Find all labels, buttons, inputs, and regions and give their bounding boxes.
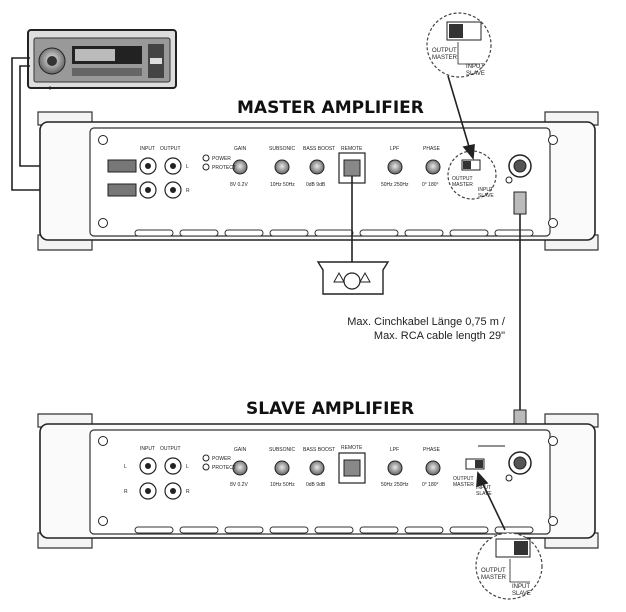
master-gain-range: 8V 0.2V	[230, 182, 248, 188]
slave-switch-slave-label: SLAVE	[476, 491, 492, 497]
slave-switch-master-label: MASTER	[453, 482, 474, 488]
slave-output-label: OUTPUT	[160, 446, 181, 452]
master-power-label: POWER	[212, 156, 231, 162]
slave-bass-boost-label: BASS BOOST	[303, 447, 335, 453]
slave-power-label: POWER	[212, 456, 231, 462]
slave-amplifier	[37, 413, 599, 549]
slave-title: SLAVE AMPLIFIER	[246, 399, 414, 419]
master-input-label: INPUT	[140, 146, 155, 152]
slave-subsonic-label: SUBSONIC	[269, 447, 296, 453]
slave-protect-label: PROTECT	[212, 465, 236, 471]
master-subsonic-label: SUBSONIC	[269, 146, 296, 152]
slave-phase-label: PHASE	[423, 447, 441, 453]
slave-left-label: L	[124, 464, 127, 470]
master-switch-callout: OUTPUT MASTER INPUT SLAVE	[426, 12, 492, 78]
callout-bottom-input-label: INPUT	[512, 584, 530, 590]
slave-right-label-b: R	[186, 489, 190, 495]
callout-top-slave-label: SLAVE	[466, 71, 485, 77]
master-switch-input-label: INPUT	[478, 187, 493, 193]
master-phase-range: 0° 180°	[422, 182, 439, 188]
head-unit	[27, 29, 177, 90]
slave-gain-label: GAIN	[234, 447, 247, 453]
callout-top-output-label: OUTPUT	[432, 48, 457, 54]
slave-lpf-label: LPF	[390, 447, 399, 453]
master-amplifier	[37, 111, 599, 251]
master-subsonic-range: 10Hz 50Hz	[270, 182, 295, 188]
master-remote-label: REMOTE	[341, 146, 363, 152]
callout-bottom-output-label: OUTPUT	[481, 568, 506, 574]
cable-note-en: Max. RCA cable length 29"	[374, 330, 505, 342]
slave-switch-callout: OUTPUT MASTER INPUT SLAVE	[475, 532, 543, 600]
remote-bass-control	[316, 176, 390, 295]
master-title: MASTER AMPLIFIER	[237, 98, 424, 118]
slave-switch-output-label: OUTPUT	[453, 476, 474, 482]
cable-note-de: Max. Cinchkabel Länge 0,75 m /	[347, 316, 506, 328]
callout-top-input-label: INPUT	[466, 64, 484, 70]
slave-bass-boost-range: 0dB 9dB	[306, 482, 326, 488]
slave-input-label: INPUT	[140, 446, 155, 452]
master-switch-arrow	[447, 75, 475, 161]
master-bass-boost-range: 0dB 9dB	[306, 182, 326, 188]
master-switch-output-label: OUTPUT	[452, 176, 473, 182]
master-protect-label: PROTECT	[212, 165, 236, 171]
master-lpf-label: LPF	[390, 146, 399, 152]
master-output-label: OUTPUT	[160, 146, 181, 152]
slave-switch-arrow	[476, 471, 506, 531]
master-lpf-range: 50Hz 250Hz	[381, 182, 409, 188]
slave-remote-label: REMOTE	[341, 445, 363, 451]
slave-left-label-b: L	[186, 464, 189, 470]
master-right-label: R	[186, 188, 190, 194]
slave-subsonic-range: 10Hz 50Hz	[270, 482, 295, 488]
master-gain-label: GAIN	[234, 146, 247, 152]
slave-phase-range: 0° 180°	[422, 482, 439, 488]
slave-lpf-range: 50Hz 250Hz	[381, 482, 409, 488]
callout-top-master-label: MASTER	[432, 55, 458, 61]
master-bass-boost-label: BASS BOOST	[303, 146, 335, 152]
master-switch-master-label: MASTER	[452, 182, 473, 188]
master-switch-slave-label: SLAVE	[478, 193, 494, 199]
slave-switch-input-label: INPUT	[476, 485, 491, 491]
slave-right-label: R	[124, 489, 128, 495]
slave-gain-range: 8V 0.2V	[230, 482, 248, 488]
callout-bottom-master-label: MASTER	[481, 575, 507, 581]
master-left-label: L	[186, 164, 189, 170]
master-phase-label: PHASE	[423, 146, 441, 152]
callout-bottom-slave-label: SLAVE	[512, 591, 531, 597]
